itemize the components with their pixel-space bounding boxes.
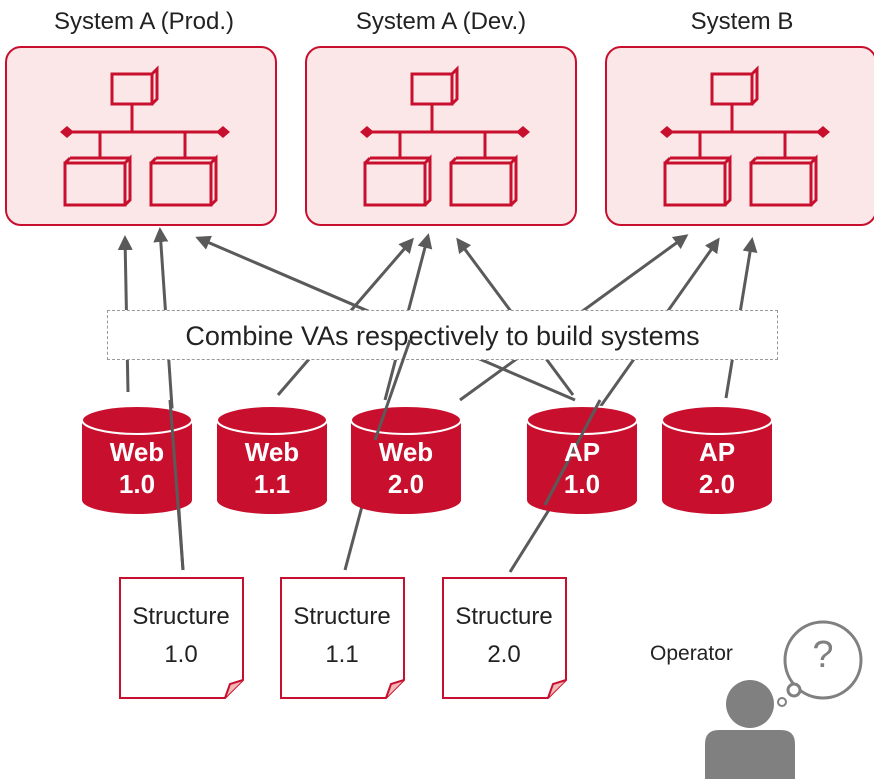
appliance-version: 2.0 <box>387 469 425 499</box>
system-title-prod: System A (Prod.) <box>53 8 235 35</box>
document-icon <box>280 577 405 699</box>
appliance-name: AP <box>563 437 601 467</box>
operator-label: Operator <box>650 642 733 665</box>
appliance-name: Web <box>378 437 434 467</box>
appliance-name: Web <box>244 437 300 467</box>
network-icon <box>660 65 830 207</box>
appliance-name: AP <box>698 437 736 467</box>
system-box-dev <box>305 46 577 226</box>
appliance-version: 1.0 <box>563 469 601 499</box>
thought-bubble-icon <box>777 620 863 707</box>
network-icon <box>360 65 530 207</box>
structure-name: Structure <box>132 603 230 630</box>
system-box-prod <box>5 46 277 226</box>
network-icon <box>60 65 230 207</box>
system-title-b: System B <box>690 8 794 35</box>
structure-version: 2.0 <box>487 641 521 668</box>
structure-version: 1.1 <box>325 641 359 668</box>
cylinder-web-1-0 <box>81 405 193 514</box>
document-icon <box>442 577 567 699</box>
cylinder-ap-2-0 <box>661 405 773 514</box>
appliance-version: 1.1 <box>253 469 291 499</box>
appliance-version: 2.0 <box>698 469 736 499</box>
appliance-name: Web <box>109 437 165 467</box>
line-struct20-ap10 <box>508 504 554 573</box>
structure-1-0: Structure 1.0 <box>120 598 242 674</box>
cylinder-ap-1-0 <box>526 405 638 514</box>
structure-1-1: Structure 1.1 <box>281 598 403 674</box>
combine-label: Combine VAs respectively to build system… <box>107 310 778 360</box>
cylinder-web-1-1 <box>216 405 328 514</box>
structure-name: Structure <box>455 603 553 630</box>
system-box-b <box>605 46 874 226</box>
question-mark: ? <box>812 634 834 676</box>
system-title-dev: System A (Dev.) <box>355 8 527 35</box>
structure-version: 1.0 <box>164 641 198 668</box>
structure-2-0: Structure 2.0 <box>443 598 565 674</box>
person-icon <box>705 680 795 779</box>
structure-name: Structure <box>293 603 391 630</box>
document-icon <box>119 577 244 699</box>
appliance-version: 1.0 <box>118 469 156 499</box>
